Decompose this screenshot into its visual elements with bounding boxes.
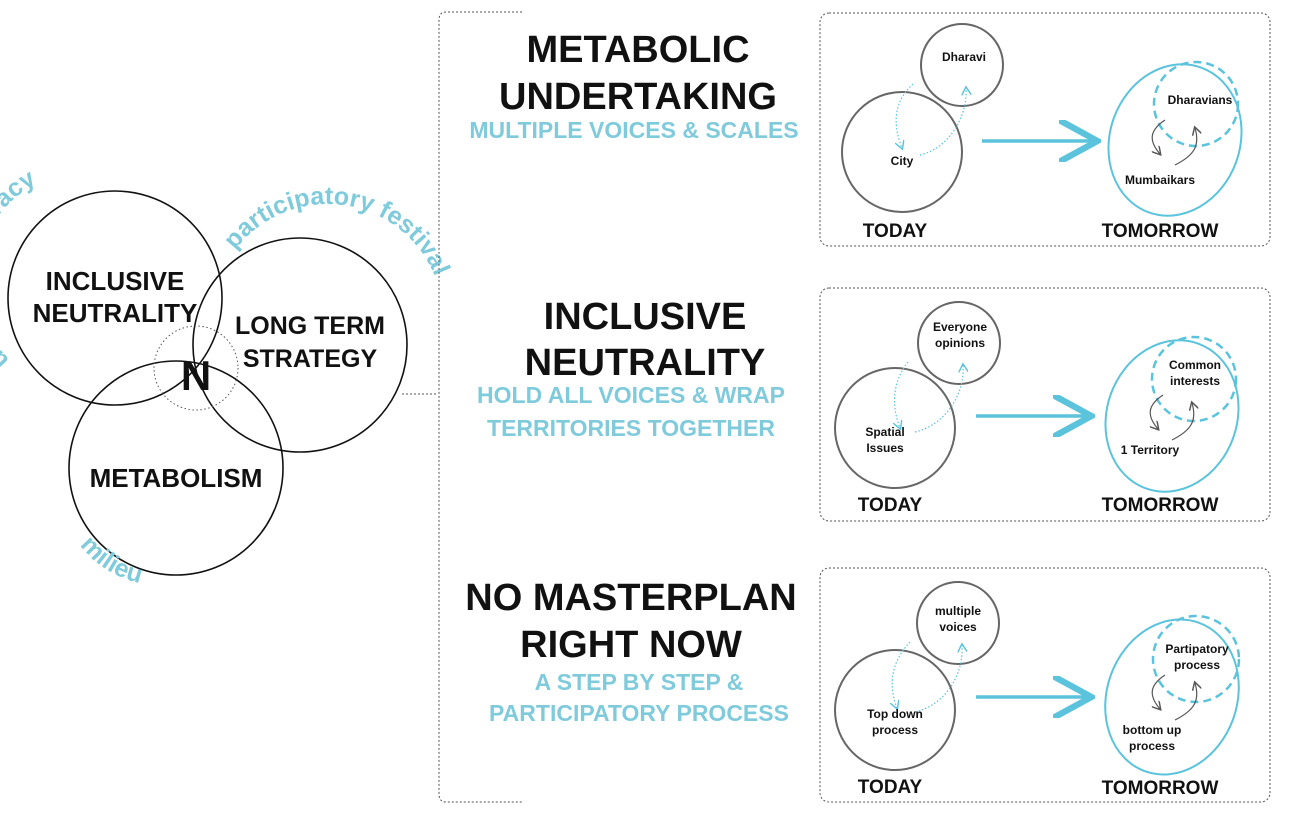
section3-title-line1: NO MASTERPLAN — [465, 577, 796, 619]
circle-long-term-strategy — [192, 237, 408, 453]
section3-tomorrow-outer-label-line2: process — [1129, 739, 1175, 753]
section1-diagram-box — [819, 12, 1271, 247]
section3-subtitle-line1: A STEP BY STEP & — [535, 669, 744, 695]
section3-today-big-label-line2: process — [872, 723, 918, 737]
circle-center-dotted — [153, 325, 239, 411]
longterm-label-line1: LONG TERM — [235, 312, 385, 340]
circle-inclusive-neutrality — [7, 190, 223, 406]
section3-tomorrow-arrow-b — [1174, 683, 1197, 721]
section-metabolic-undertaking: METABOLIC UNDERTAKING MULTIPLE VOICES & … — [469, 12, 1271, 247]
section1-today-arrow-down — [896, 83, 914, 148]
section1-tomorrow-inner-label: Dharavians — [1168, 93, 1233, 107]
section2-today-small-label-line1: Everyone — [933, 320, 987, 334]
section2-subtitle-line2: TERRITORIES TOGETHER — [487, 415, 775, 441]
section2-today-arrow-down — [895, 361, 909, 428]
section3-tomorrow-arrow-a — [1152, 674, 1166, 709]
section3-title-line2: RIGHT NOW — [520, 624, 742, 666]
arc-participatory-festival: participatory festival — [218, 182, 455, 279]
section1-today-big-circle — [841, 91, 963, 213]
section3-tomorrow-inner-circle — [1151, 614, 1241, 704]
section2-tomorrow-outer-label: 1 Territory — [1121, 443, 1180, 457]
section3-today-small-label-line1: multiple — [935, 604, 981, 618]
section2-today-big-label-line2: Issues — [866, 441, 904, 455]
section-inclusive-neutrality: INCLUSIVE NEUTRALITY HOLD ALL VOICES & W… — [477, 287, 1271, 522]
center-n-label: N — [181, 352, 211, 399]
section1-today-small-circle — [920, 23, 1004, 107]
section2-title-line1: INCLUSIVE — [544, 296, 747, 338]
section2-today-big-label-line1: Spatial — [865, 425, 904, 439]
section3-today-small-label-line2: voices — [939, 620, 977, 634]
longterm-label-line2: STRATEGY — [243, 345, 378, 373]
section1-tomorrow-arrow-a — [1152, 119, 1166, 154]
section3-tomorrow-outer-ellipse — [1104, 618, 1240, 776]
section-no-masterplan: NO MASTERPLAN RIGHT NOW A STEP BY STEP &… — [465, 567, 1271, 803]
section2-today-small-label-line2: opinions — [935, 336, 985, 350]
metabolism-label: METABOLISM — [90, 463, 263, 493]
arc-urban-democracy: urban democracy — [0, 164, 40, 375]
section2-title-line2: NEUTRALITY — [525, 342, 766, 384]
section3-tomorrow-inner-label-line2: process — [1174, 658, 1220, 672]
inclusive-label-line2: NEUTRALITY — [33, 298, 198, 328]
section3-today-caption: TODAY — [858, 777, 923, 798]
section1-today-big-label: City — [891, 154, 914, 168]
section2-tomorrow-caption: TOMORROW — [1102, 495, 1219, 516]
section2-tomorrow-arrow-b — [1171, 403, 1194, 441]
section2-diagram-box — [819, 287, 1271, 522]
section2-tomorrow-arrow-a — [1150, 394, 1164, 429]
circle-metabolism — [68, 360, 284, 576]
section3-tomorrow-caption: TOMORROW — [1102, 778, 1219, 799]
section3-today-big-circle — [834, 649, 956, 771]
section1-title-line2: UNDERTAKING — [499, 76, 777, 118]
section1-today-caption: TODAY — [863, 221, 928, 242]
section2-tomorrow-outer-ellipse — [1104, 339, 1240, 493]
section3-tomorrow-outer-label-line1: bottom up — [1123, 723, 1182, 737]
section3-today-big-label-line1: Top down — [867, 707, 923, 721]
section2-tomorrow-inner-label-line1: Common — [1169, 358, 1221, 372]
section1-tomorrow-caption: TOMORROW — [1102, 221, 1219, 242]
section3-diagram-box — [819, 567, 1271, 803]
section2-tomorrow-inner-circle — [1150, 335, 1238, 423]
section1-tomorrow-arrow-b — [1174, 128, 1197, 166]
arc-milieu: milieu — [75, 530, 146, 589]
section3-subtitle-line2: PARTICIPATORY PROCESS — [489, 700, 789, 726]
section1-subtitle-line1: MULTIPLE VOICES & SCALES — [469, 117, 798, 143]
section2-today-small-circle — [917, 301, 1001, 385]
venn-diagram: INCLUSIVE NEUTRALITY LONG TERM STRATEGY … — [0, 164, 455, 589]
section1-today-small-label: Dharavi — [942, 50, 986, 64]
section3-today-arrow-down — [892, 641, 911, 708]
section2-today-caption: TODAY — [858, 495, 923, 516]
inclusive-label-line1: INCLUSIVE — [46, 266, 185, 296]
section2-subtitle-line1: HOLD ALL VOICES & WRAP — [477, 382, 785, 408]
section1-title-line1: METABOLIC — [526, 29, 749, 71]
section2-today-big-circle — [834, 367, 956, 489]
section3-tomorrow-inner-label-line1: Partipatory — [1165, 642, 1229, 656]
section2-tomorrow-inner-label-line2: interests — [1170, 374, 1220, 388]
section3-today-small-circle — [916, 581, 1000, 665]
section1-tomorrow-outer-ellipse — [1107, 63, 1243, 217]
section1-tomorrow-outer-label: Mumbaikars — [1125, 173, 1195, 187]
